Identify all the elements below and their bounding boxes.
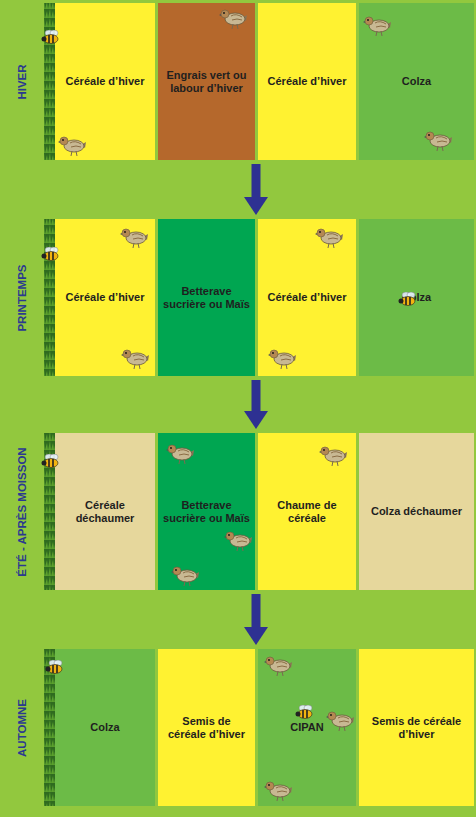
field-label: Colza [402, 75, 431, 88]
field-label: Céréale déchaumer [59, 499, 151, 525]
crop-field: Colza [55, 649, 155, 806]
field-label: Colza déchaumer [371, 505, 462, 518]
crop-field: Chaume de céréale [258, 433, 356, 590]
season-label: ÉTÉ - APRÈS MOISSON [16, 433, 28, 590]
crop-field: CIPAN [258, 649, 356, 806]
field-label: Betterave sucrière ou Maïs [162, 285, 251, 311]
season-band: HIVER Céréale d’hiver Engrais vert ou labo… [0, 3, 476, 160]
grass-strip [44, 219, 55, 376]
field-label: Colza [402, 291, 431, 304]
season-arrow [252, 380, 261, 411]
crop-field: Betterave sucrière ou Maïs [158, 219, 255, 376]
field-label: Betterave sucrière ou Maïs [162, 499, 251, 525]
crop-field: Colza déchaumer [359, 433, 474, 590]
season-label: AUTOMNE [16, 649, 28, 806]
season-band: ÉTÉ - APRÈS MOISSON Céréale déchaumer Bett… [0, 433, 476, 590]
field-label: Céréale d’hiver [66, 75, 145, 88]
crop-field: Céréale déchaumer [55, 433, 155, 590]
field-label: Chaume de céréale [262, 499, 352, 525]
crop-field: Engrais vert ou labour d’hiver [158, 3, 255, 160]
season-label: PRINTEMPS [16, 219, 28, 376]
crop-field: Colza [359, 3, 474, 160]
crop-field: Semis de céréale d’hiver [158, 649, 255, 806]
crop-field: Céréale d’hiver [258, 3, 356, 160]
season-label: HIVER [16, 3, 28, 160]
grass-strip [44, 3, 55, 160]
field-label: CIPAN [290, 721, 323, 734]
season-band: PRINTEMPS Céréale d’hiver Betterave sucriè… [0, 219, 476, 376]
crop-field: Colza [359, 219, 474, 376]
crop-field: Céréale d’hiver [55, 3, 155, 160]
field-label: Céréale d’hiver [268, 291, 347, 304]
grass-strip [44, 649, 55, 806]
field-label: Colza [90, 721, 119, 734]
crop-field: Betterave sucrière ou Maïs [158, 433, 255, 590]
field-label: Céréale d’hiver [66, 291, 145, 304]
season-arrow [252, 594, 261, 627]
season-band: AUTOMNE Colza Semis de céréale d’hiver CIPA… [0, 649, 476, 806]
field-label: Engrais vert ou labour d’hiver [162, 69, 251, 95]
grass-strip [44, 433, 55, 590]
crop-field: Céréale d’hiver [258, 219, 356, 376]
crop-field: Semis de céréale d’hiver [359, 649, 474, 806]
field-label: Semis de céréale d’hiver [363, 715, 470, 741]
crop-field: Céréale d’hiver [55, 219, 155, 376]
field-label: Céréale d’hiver [268, 75, 347, 88]
field-label: Semis de céréale d’hiver [162, 715, 251, 741]
season-arrow [252, 164, 261, 197]
